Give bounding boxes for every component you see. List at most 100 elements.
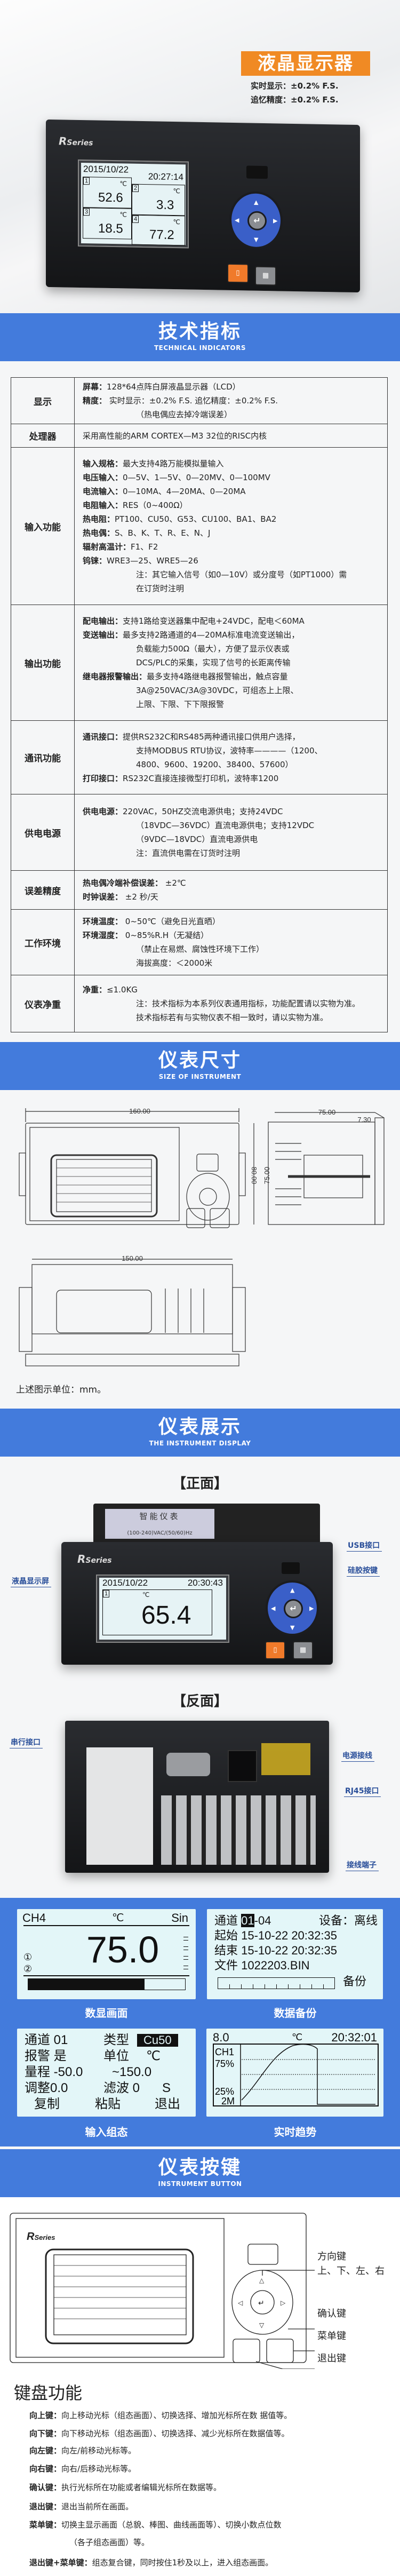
callout-rj45: RJ45接口 xyxy=(344,1785,381,1797)
caption-trend: 实时趋势 xyxy=(274,2126,317,2138)
lcd-channel-2: 2 ℃ 3.3 xyxy=(132,184,185,216)
enter-key-icon[interactable]: ↵ xyxy=(284,1599,303,1618)
lcd-date: 2015/10/22 xyxy=(83,164,129,175)
right-arrow-icon[interactable]: ▶ xyxy=(309,1605,314,1612)
spec-line: 海拔高度：＜2000米 xyxy=(136,958,213,968)
direction-keypad[interactable]: ▲ ▼ ◀ ▶ ↵ xyxy=(266,1580,319,1636)
down-arrow-icon[interactable]: ▼ xyxy=(290,1624,295,1631)
back-device xyxy=(65,1721,329,1873)
spec-line: 精度： 实时显示：±0.2% F.S. 追忆精度：±0.2% F.S. xyxy=(83,396,278,406)
banner-title: 技术指标 xyxy=(158,321,242,343)
spec-line: 技术指标若有与实物仪表不相一致时，请以实物为准。 xyxy=(136,1013,329,1022)
caption-digital: 数显画面 xyxy=(85,2007,128,2020)
spec-line: 热电阻：PT100、CU50、G53、CU100、BA1、BA2 xyxy=(83,514,277,524)
spec-line: 负载能力500Ω（最大），方便了显示仪表或 xyxy=(136,644,290,654)
spec-row: 供电电源供电电源：220VAC，50HZ交流电源供电；支持24VDC（18VDC… xyxy=(11,794,388,871)
back-heading: 【反面】 xyxy=(172,1694,228,1710)
callout-exit: 退出键 xyxy=(317,2353,346,2364)
enter-key-icon[interactable]: ↵ xyxy=(247,211,267,231)
caption-config: 输入组态 xyxy=(85,2126,128,2138)
right-arrow-icon[interactable]: ▶ xyxy=(273,217,278,225)
callout-keys: 硅胶按键 xyxy=(347,1565,380,1577)
callout-enter: 确认键 xyxy=(317,2308,346,2319)
wiring-diagram-sticker xyxy=(86,1747,153,1865)
banner-title: 仪表按键 xyxy=(158,2157,242,2179)
menu-button[interactable]: ▦ xyxy=(255,266,276,286)
power-terminal xyxy=(261,1743,310,1775)
left-arrow-icon[interactable]: ◀ xyxy=(235,217,239,224)
hero-spec-recall: 追忆精度：±0.2% F.S. xyxy=(251,95,339,105)
spec-label: 供电电源 xyxy=(11,794,75,871)
lcd-channel-1: 1 ℃ 52.6 xyxy=(83,177,132,209)
right-arrow-icon: ▷ xyxy=(281,2299,286,2307)
exit-button[interactable]: ▯ xyxy=(265,1641,285,1659)
spec-line: 供电电源：220VAC，50HZ交流电源供电；支持24VDC xyxy=(83,807,283,816)
callout-power: 电源接线 xyxy=(341,1750,374,1762)
front-view-drawing xyxy=(19,1108,254,1228)
callout-lcd: 液晶显示屏 xyxy=(11,1576,51,1587)
dim-bottom-width: 150.00 xyxy=(122,1254,143,1262)
down-arrow-icon[interactable]: ▼ xyxy=(254,236,259,243)
spec-line: 继电器报警输出：最多支持4路继电器报警输出，触点容量 xyxy=(83,672,288,681)
spec-label: 输入功能 xyxy=(11,447,75,605)
spec-value: 环境温度： 0~50℃（避免日光直晒） 环境湿度： 0~85%R.H（无凝结） （禁… xyxy=(74,909,388,975)
spec-line: （9VDC—18VDC）直流电源供电 xyxy=(136,834,258,844)
spec-label: 输出功能 xyxy=(11,605,75,721)
screen-config: 通道 01 类型 Cu50 报警 是 单位 ℃ 量程 -50.0 ~150.0 … xyxy=(17,2029,196,2117)
spec-line: 电阻输入：RES（0~400Ω） xyxy=(83,500,188,510)
spec-line: 注：技术指标为本系列仪表通用指标，功能配置请以实物为准。 xyxy=(136,999,361,1008)
spec-line: 采用高性能的ARM CORTEX—M3 32位的RISC内核 xyxy=(83,431,267,441)
front-device: RSeries 2015/10/22 20:30:43 1 ℃ 65.4 ▲ ▼… xyxy=(61,1542,333,1665)
callout-direction: 方向键 xyxy=(317,2251,346,2262)
spec-row: 显示屏幕：128*64点阵白屏液晶显示器（LCD）精度： 实时显示：±0.2% … xyxy=(11,377,388,424)
menu-button[interactable]: ▦ xyxy=(293,1641,313,1659)
front-device-top: 智能仪表 (100-240)VAC/(50/60)Hz xyxy=(93,1504,320,1546)
spec-line: 环境温度： 0~50℃（避免日光直晒） xyxy=(83,917,220,926)
up-arrow-icon[interactable]: ▲ xyxy=(290,1587,295,1594)
brand-logo: RSeries xyxy=(27,2231,55,2243)
backup-progress xyxy=(218,1977,335,1989)
exit-button[interactable]: ▯ xyxy=(227,263,249,283)
left-arrow-icon[interactable]: ◀ xyxy=(271,1605,276,1612)
brand-logo: RSeries xyxy=(77,1553,112,1565)
spec-row: 工作环境环境温度： 0~50℃（避免日光直晒）环境湿度： 0~85%R.H（无凝… xyxy=(11,909,388,975)
screen-trend: 8.0 ℃ 20:32:01 CH1 75% 25% 2M xyxy=(206,2029,383,2117)
brand-logo: RSeries xyxy=(59,134,93,148)
key-function-item: 向上键：向上移动光标（组态画面）、切换选择、增加光标所在数 据值等。 xyxy=(29,2411,292,2420)
spec-label: 误差精度 xyxy=(11,870,75,910)
up-arrow-icon[interactable]: ▲ xyxy=(254,198,259,206)
callout-usb: USB接口 xyxy=(347,1540,382,1552)
key-drawing: RSeries △ ▽ ◁ ▷ ↵ xyxy=(10,2213,315,2369)
banner-title: 仪表展示 xyxy=(158,1416,242,1438)
spec-row: 通讯功能通讯接口：提供RS232C和RS485两种通讯接口供用户选择，支持MOD… xyxy=(11,720,388,794)
spec-line: 环境湿度： 0~85%R.H（无凝结） xyxy=(83,931,209,940)
keyboard-heading: 键盘功能 xyxy=(14,2383,83,2403)
spec-line: 支持MODBUS RTU协议，波特率————（1200、 xyxy=(136,745,323,756)
callout-directions: 上、下、左、右 xyxy=(317,2265,385,2277)
banner-display: 仪表展示 THE INSTRUMENT DISPLAY xyxy=(0,1409,400,1457)
spec-line: 热电偶冷端补偿误差： ±2℃ xyxy=(83,878,186,888)
banner-buttons: 仪表按键 INSTRUMENT BUTTON xyxy=(0,2149,400,2197)
svg-text:75%: 75% xyxy=(215,2058,234,2069)
dimension-drawings: 160.00 80.00 75.00 7.30 75.00 150.00 xyxy=(19,1107,385,1366)
direction-keypad[interactable]: ▲ ▼ ◀ ▶ ↵ xyxy=(229,190,283,250)
digital-bar xyxy=(28,1978,186,1990)
spec-value: 通讯接口：提供RS232C和RS485两种通讯接口供用户选择，支持MODBUS … xyxy=(74,720,388,794)
spec-row: 输入功能输入规格：最大支持4路万能模拟量输入电压输入：0—5V、1—5V、0—2… xyxy=(11,447,388,605)
spec-line: 热电偶：S、B、K、T、R、E、N、J xyxy=(83,528,211,538)
spec-line: 输入规格：最大支持4路万能模拟量输入 xyxy=(83,459,224,468)
serial-port xyxy=(166,1753,210,1776)
device-label-sticker: 智能仪表 (100-240)VAC/(50/60)Hz xyxy=(105,1509,214,1539)
banner-subtitle: SIZE OF INSTRUMENT xyxy=(158,1073,242,1080)
spec-line: （禁止在易燃、腐蚀性环境下工作） xyxy=(136,944,265,954)
key-function-item: （各子组态画面）等。 xyxy=(69,2538,150,2547)
svg-text:2M: 2M xyxy=(221,2096,235,2106)
spec-line: 注：其它输入信号（如0—10V）或分度号（如PT1000）需 xyxy=(136,570,347,579)
spec-line: 注：直流供电需在订货时注明 xyxy=(136,848,241,858)
front-heading: 【正面】 xyxy=(172,1476,228,1492)
screen-digital: CH4 ℃ Sin 75.0 ① ② xyxy=(17,1909,196,1999)
spec-line: DCS/PLC的采集，实现了信号的长距离传输 xyxy=(136,658,291,667)
